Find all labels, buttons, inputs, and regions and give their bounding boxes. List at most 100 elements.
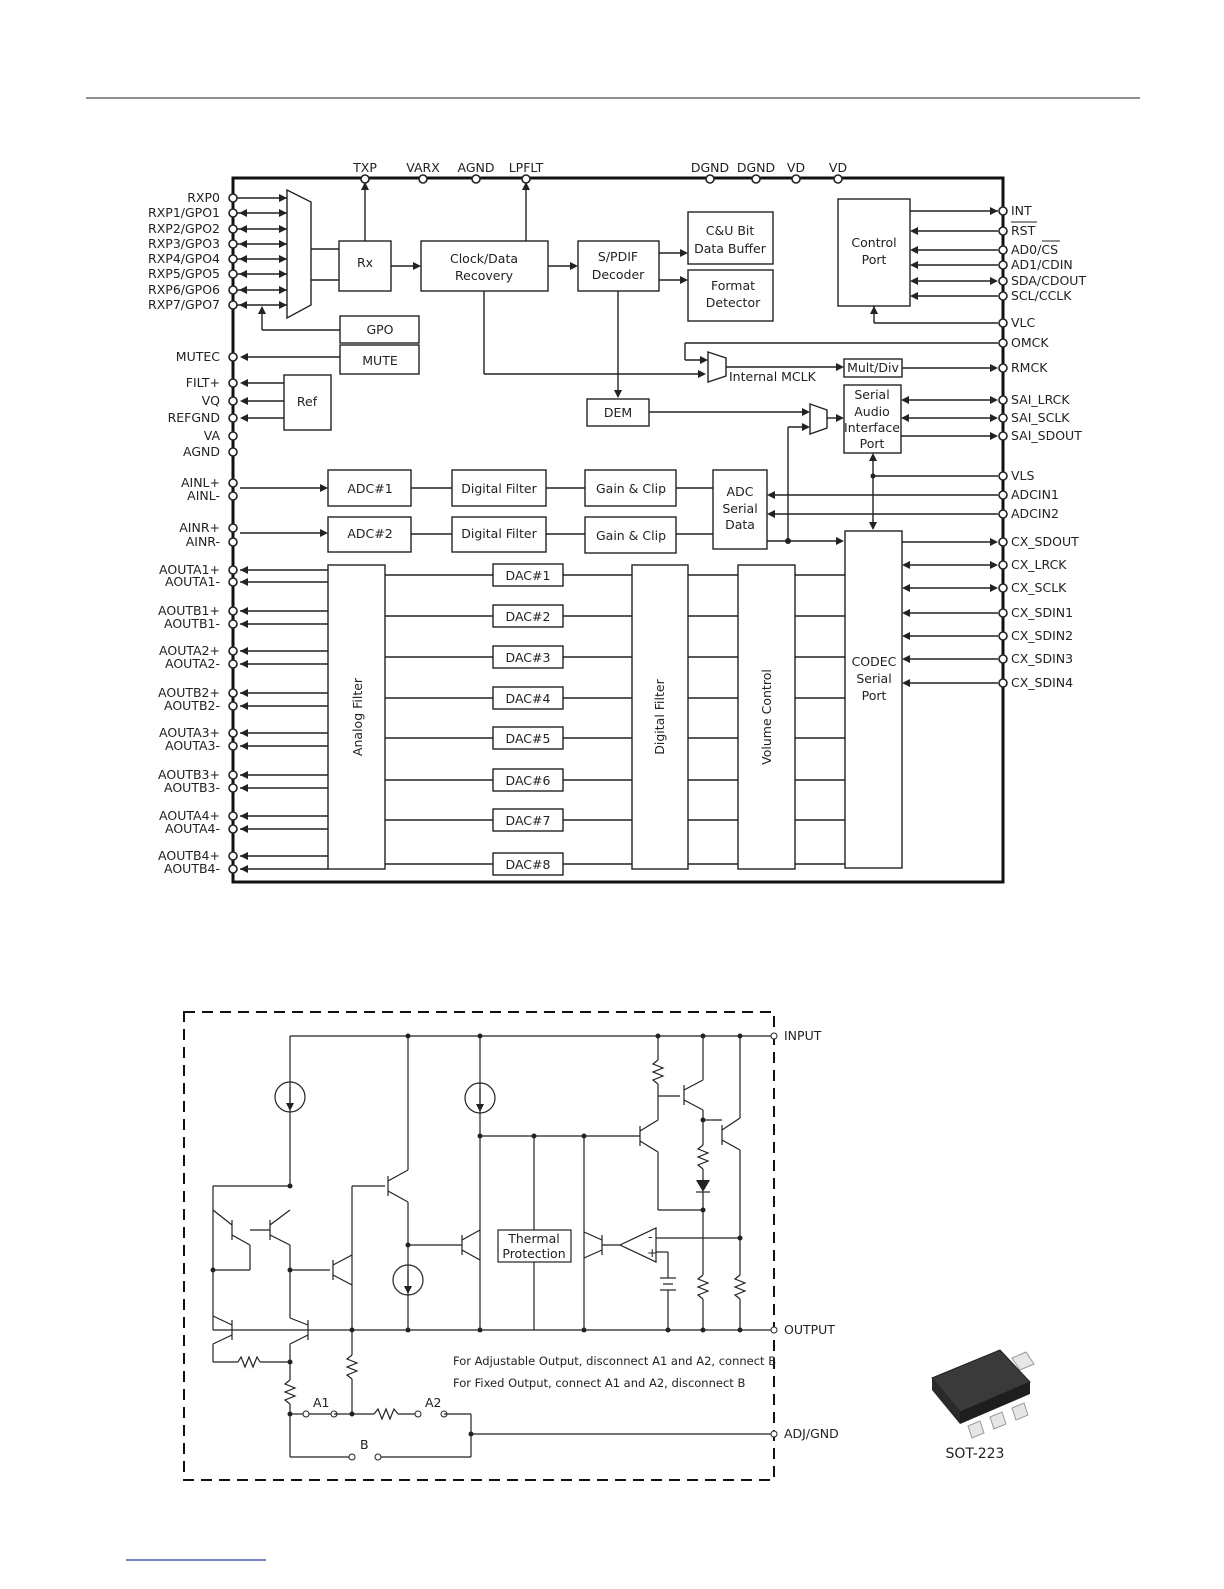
left-pin-label: RXP0 [187,190,220,205]
right-pin-label: SAI_LRCK [1011,392,1070,407]
junction-dot [581,1133,587,1139]
b-label: B [360,1437,369,1452]
junction-dot [531,1133,537,1139]
sai-label-3: Interface [844,420,900,435]
junction-dot [700,1207,706,1213]
dem-label: DEM [604,405,632,420]
junction-dot [405,1327,411,1333]
cu-label-2: Data Buffer [694,241,767,256]
top-pin [833,174,843,184]
left-pin [228,783,238,793]
left-pin-label: AOUTA2+ [159,643,220,658]
dac-label: DAC#6 [506,773,551,788]
left-pin [228,193,238,203]
serial-audio-port-block [843,384,902,454]
note-adjustable: For Adjustable Output, disconnect A1 and… [453,1354,776,1368]
top-pin-label: LPFLT [509,160,544,175]
junction-dot [700,1117,706,1123]
right-pin-label: SAI_SCLK [1011,410,1070,425]
junction-dot [700,1327,706,1333]
top-pin [521,174,531,184]
left-pin-label: AINL- [187,488,220,503]
left-pin [228,577,238,587]
right-pin [998,318,1008,328]
sai-label-1: Serial [854,387,889,402]
adc2-block [327,516,412,553]
regulator-schematic: INPUT OUTPUT ADJ/GND [183,1011,839,1481]
left-pins: RXP0RXP1/GPO1RXP2/GPO2RXP3/GPO3RXP4/GPO4… [148,190,238,876]
top-pin [791,174,801,184]
sot223-package-image: SOT-223 [931,1349,1035,1462]
cp-label-2: Port [862,252,887,267]
right-pin [998,276,1008,286]
right-pin [998,608,1008,618]
gpo-label: GPO [366,322,393,337]
left-pin [228,619,238,629]
adj-terminal-label: ADJ/GND [784,1426,839,1441]
left-pin [228,741,238,751]
sai-label-4: Port [860,436,885,451]
junction-dot [287,1267,293,1273]
control-port-block [837,198,911,307]
gain-clip-2 [584,516,677,554]
right-pin-label: CX_SDIN3 [1011,651,1073,666]
left-pin [228,565,238,575]
left-pin-label: FILT+ [186,375,220,390]
right-pin-label: VLS [1011,468,1035,483]
analog-filter-block [327,564,386,870]
left-pin-label: AOUTB4- [164,861,220,876]
adc-serial-data-block [712,469,768,550]
asd-label-3: Data [725,517,755,532]
right-pin-label: VLC [1011,315,1036,330]
left-pin-label: RXP1/GPO1 [148,205,220,220]
codec-label-1: CODEC [852,654,897,669]
left-pin-label: AOUTB2- [164,698,220,713]
analog-filter-label: Analog Filter [350,677,365,756]
mute-block [339,344,420,375]
volume-control-label: Volume Control [759,669,774,765]
dac-label: DAC#5 [506,731,551,746]
internal-mclk-label: Internal MCLK [729,369,817,384]
cp-label-1: Control [851,235,896,250]
dac-label: DAC#1 [506,568,551,583]
gain-clip-1 [584,469,677,507]
junction-dot [287,1359,293,1365]
spdif-label-1: S/PDIF [598,249,638,264]
opamp-minus: - [648,1229,653,1244]
left-pin-label: RXP5/GPO5 [148,266,220,281]
left-pin [228,864,238,874]
dem-block [586,398,650,427]
left-pin-label: AOUTB4+ [158,848,220,863]
left-pin [228,447,238,457]
cu-label-1: C&U Bit [706,223,755,238]
gain-clip1-label: Gain & Clip [596,481,666,496]
left-pin [228,431,238,441]
top-pin [751,174,761,184]
left-pin-label: AOUTA1- [165,574,220,589]
left-pin-label: RXP2/GPO2 [148,221,220,236]
right-pin-label: CX_SDIN4 [1011,675,1073,690]
right-pin-label: CX_SCLK [1011,580,1067,595]
error-amplifier [618,1227,657,1263]
rx-input-arrows [237,194,287,309]
right-pin [998,471,1008,481]
left-pin [228,537,238,547]
junction-dot [405,1242,411,1248]
right-pin [998,583,1008,593]
right-pin [998,245,1008,255]
right-pin-label: RST [1011,223,1036,238]
left-pin [228,413,238,423]
left-pin-label: AOUTA2- [165,656,220,671]
junction-dot [737,1327,743,1333]
a1-label: A1 [313,1395,330,1410]
left-pin-label: AGND [183,444,220,459]
adc-df1-label: Digital Filter [461,481,537,496]
left-pin [228,208,238,218]
left-pin [228,646,238,656]
current-source-2 [464,1082,496,1114]
left-pin-label: AINL+ [181,475,220,490]
left-pin-label: AOUTA4+ [159,808,220,823]
left-pin [228,523,238,533]
left-pin [228,396,238,406]
left-pin-label: AOUTA3- [165,738,220,753]
